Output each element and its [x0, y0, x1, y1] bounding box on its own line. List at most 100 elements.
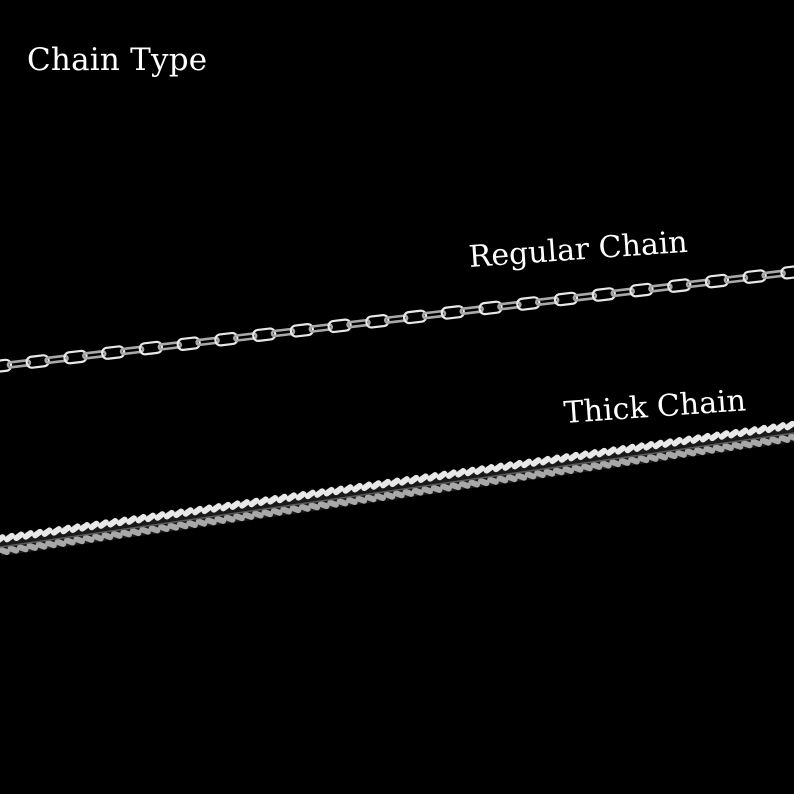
chain-link — [220, 501, 232, 512]
chain-link — [591, 287, 616, 302]
chain-link — [704, 273, 730, 289]
chain-link — [690, 434, 702, 444]
chain-link — [722, 442, 734, 452]
chain-link — [380, 478, 391, 489]
chain-link — [496, 475, 509, 484]
chain-link — [487, 476, 499, 485]
chain-link — [0, 534, 6, 544]
chain-link — [252, 327, 277, 343]
chain-link — [101, 345, 126, 360]
chain-link — [154, 511, 166, 521]
chain-link — [214, 331, 239, 347]
chain-link — [107, 518, 119, 528]
chain-link — [430, 484, 443, 493]
chain-link — [756, 424, 768, 435]
chain-link — [0, 546, 10, 556]
chain-link — [333, 485, 344, 496]
chain-link — [139, 526, 151, 535]
chain-link — [342, 484, 354, 494]
page-title: Chain Type — [27, 42, 208, 78]
chain-link — [549, 454, 561, 465]
chain-link — [662, 438, 674, 448]
chain-link — [327, 499, 339, 508]
chain-link — [26, 542, 39, 551]
chain-link — [618, 457, 631, 466]
chain-link — [25, 354, 50, 369]
chain-link — [675, 449, 687, 458]
chain-link — [769, 436, 781, 445]
chain-link — [737, 427, 749, 438]
chain-link — [445, 469, 457, 479]
chain-link — [572, 292, 598, 302]
chain-link — [521, 458, 533, 469]
chain-link — [327, 318, 352, 334]
chain-link — [474, 465, 486, 475]
chain-link — [257, 496, 269, 506]
chain-link — [643, 441, 655, 451]
chain-link — [596, 447, 608, 458]
chain-link — [383, 491, 396, 500]
chain-link — [63, 349, 88, 365]
chain-link — [629, 282, 654, 298]
chain-link — [346, 496, 358, 506]
chain-link — [534, 469, 546, 479]
chain-link — [44, 354, 69, 365]
chain-link — [609, 459, 622, 468]
chain-link — [421, 309, 447, 320]
chain-link — [41, 527, 53, 537]
chain-link — [119, 345, 145, 356]
chain-link — [22, 530, 34, 540]
chain-link — [6, 359, 32, 369]
chain-link — [667, 278, 692, 293]
chain-link — [73, 536, 86, 545]
chain-link — [746, 426, 758, 436]
chain-link — [742, 269, 767, 284]
chain-link — [176, 521, 189, 530]
chain-link — [308, 502, 321, 511]
chain-link — [610, 287, 635, 298]
chain-link — [699, 432, 711, 443]
chain-link — [759, 437, 772, 446]
chain-link — [765, 423, 777, 434]
chain-link — [408, 474, 420, 485]
chain-link — [308, 323, 334, 333]
chain-link — [709, 431, 721, 442]
chain-link — [304, 489, 316, 500]
regular-chain — [0, 264, 794, 374]
chain-center-line — [0, 432, 794, 548]
chain-link — [389, 477, 401, 488]
chain-link — [411, 487, 424, 496]
chain-link — [365, 313, 390, 329]
chain-link — [464, 466, 476, 477]
chain-link — [314, 488, 326, 498]
chain-link — [82, 350, 107, 360]
chain-link — [135, 513, 147, 524]
chain-link — [671, 437, 683, 447]
chain-link — [163, 509, 175, 520]
chain-link — [530, 457, 542, 467]
chain-link — [50, 526, 62, 536]
chain-link — [648, 283, 673, 293]
chain-link — [552, 467, 565, 476]
chain-link — [761, 269, 786, 280]
chain-link — [126, 515, 138, 525]
chain-link — [186, 519, 198, 529]
chain-link — [129, 528, 142, 537]
chain-link — [468, 479, 481, 488]
chain-link — [402, 488, 415, 497]
chain-link — [599, 460, 612, 469]
chain-link — [3, 532, 15, 543]
chain-link — [784, 420, 794, 431]
chain-link — [562, 465, 575, 475]
chain-link — [145, 512, 156, 523]
chain-link — [624, 443, 636, 454]
chain-link — [646, 453, 659, 462]
chain-link — [665, 451, 678, 460]
chain-link — [69, 523, 81, 533]
chain-link — [633, 442, 645, 452]
chain-link — [539, 455, 551, 466]
chain-link — [289, 505, 302, 514]
chain-link — [505, 474, 518, 483]
chain-link — [780, 264, 794, 280]
chain-link — [16, 544, 29, 553]
